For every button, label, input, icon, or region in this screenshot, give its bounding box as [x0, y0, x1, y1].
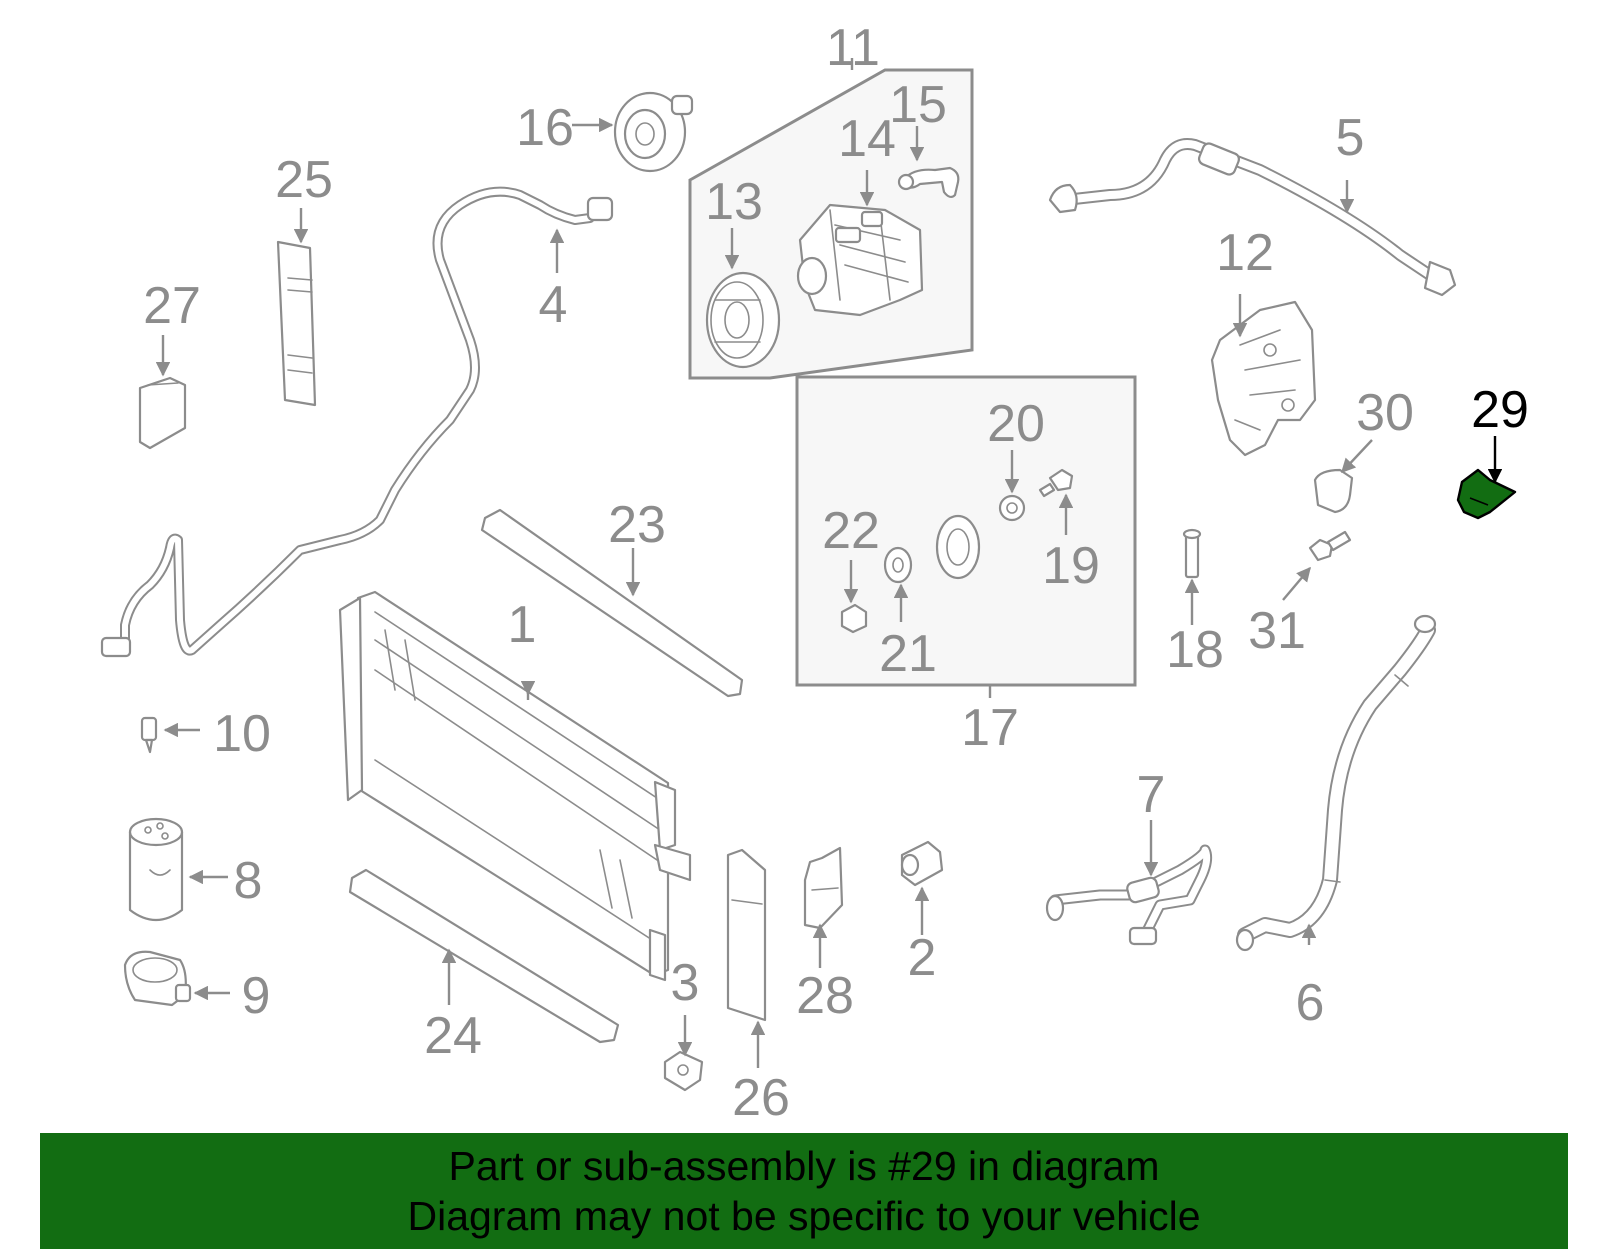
part-31-bolt[interactable] [1308, 530, 1352, 562]
callout-labels: 1 2 3 4 5 6 7 8 9 10 11 12 13 14 15 16 1… [143, 19, 1529, 1127]
callout-8: 8 [234, 852, 263, 910]
part-19-bolt[interactable] [1038, 468, 1074, 498]
callout-21: 21 [879, 625, 937, 683]
part-8-drier[interactable] [128, 817, 184, 922]
callout-9: 9 [242, 967, 271, 1025]
part-21-washer[interactable] [883, 546, 913, 584]
callout-31: 31 [1248, 602, 1306, 660]
callout-20: 20 [987, 395, 1045, 453]
part-22-nut[interactable] [840, 603, 868, 634]
part-13-clutch-plate[interactable] [705, 271, 781, 369]
callout-29: 29 [1471, 381, 1529, 439]
leader-lines [155, 117, 1503, 1068]
part-17-clutch-disc[interactable] [935, 514, 981, 580]
banner-line-2: Diagram may not be specific to your vehi… [407, 1193, 1201, 1239]
part-24-seal[interactable] [348, 868, 620, 1044]
part-23-seal[interactable] [480, 508, 744, 698]
part-15-switch[interactable] [897, 166, 960, 199]
callout-12: 12 [1216, 224, 1274, 282]
callout-4: 4 [539, 276, 568, 334]
callout-24: 24 [424, 1007, 482, 1065]
callout-30: 30 [1356, 384, 1414, 442]
part-18-bolt[interactable] [1182, 528, 1202, 579]
part-4-pipe[interactable] [100, 186, 614, 658]
callout-22: 22 [822, 502, 880, 560]
callout-13: 13 [705, 173, 763, 231]
part-29-bracket-highlighted[interactable] [1456, 468, 1517, 520]
part-10-sensor[interactable] [140, 716, 158, 754]
callout-26: 26 [732, 1069, 790, 1127]
callout-1: 1 [508, 596, 537, 654]
callout-3: 3 [671, 954, 700, 1012]
part-2-bushing[interactable] [900, 840, 944, 887]
callout-23: 23 [608, 496, 666, 554]
callout-2: 2 [908, 929, 937, 987]
callout-18: 18 [1166, 621, 1224, 679]
callout-11: 11 [826, 19, 880, 77]
part-6-hose[interactable] [1235, 614, 1437, 952]
part-7-hose[interactable] [1045, 844, 1213, 946]
part-1-condenser[interactable] [338, 590, 692, 982]
part-28-bracket[interactable] [803, 846, 844, 930]
callout-19: 19 [1042, 537, 1100, 595]
callout-5: 5 [1336, 109, 1365, 167]
part-27-block[interactable] [138, 376, 187, 450]
callout-6: 6 [1296, 974, 1325, 1032]
part-20-nut[interactable] [998, 494, 1026, 522]
part-9-bracket[interactable] [123, 950, 192, 1007]
callout-15: 15 [889, 76, 947, 134]
part-30-clip[interactable] [1313, 468, 1354, 514]
callout-27: 27 [143, 277, 201, 335]
callout-7: 7 [1137, 766, 1166, 824]
callout-16: 16 [516, 99, 574, 157]
callout-10: 10 [213, 705, 271, 763]
part-3-bracket[interactable] [663, 1050, 704, 1092]
part-14-compressor[interactable] [796, 203, 924, 317]
part-5-pipe[interactable] [1048, 138, 1457, 297]
info-banner: Part or sub-assembly is #29 in diagram D… [40, 1133, 1568, 1249]
part-12-bracket[interactable] [1210, 300, 1317, 457]
callout-25: 25 [275, 151, 333, 209]
banner-line-1: Part or sub-assembly is #29 in diagram [448, 1143, 1160, 1189]
callout-28: 28 [796, 967, 854, 1025]
part-26-seal[interactable] [726, 848, 767, 1022]
part-25-baffle[interactable] [276, 240, 317, 407]
callout-14: 14 [838, 110, 896, 168]
part-16-pulley[interactable] [613, 91, 694, 173]
callout-17: 17 [961, 699, 1019, 757]
